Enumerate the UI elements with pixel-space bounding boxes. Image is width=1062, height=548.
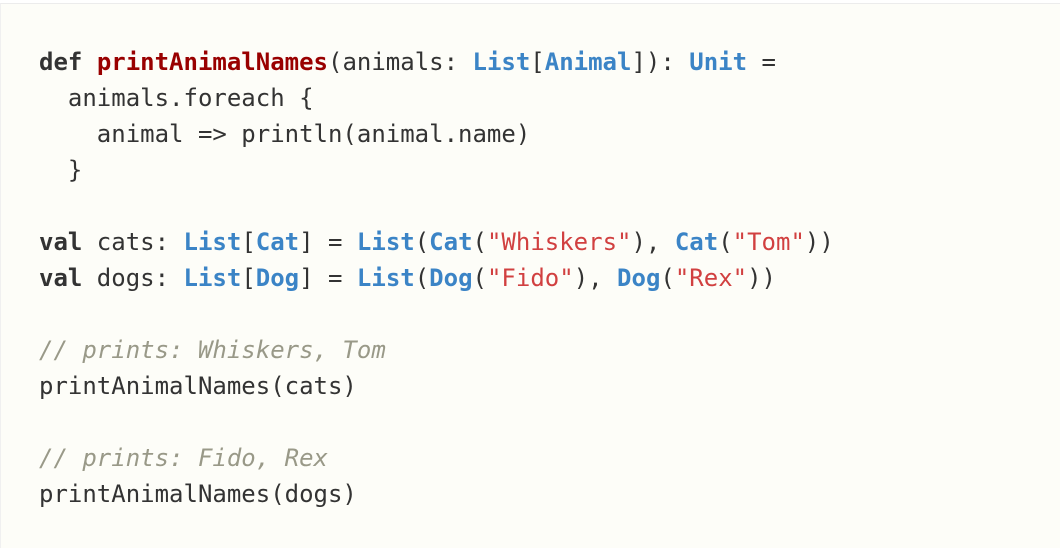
type-token: Unit — [689, 48, 748, 76]
type-token: Cat — [429, 228, 473, 256]
string-token: "Fido" — [486, 264, 574, 292]
string-token: "Tom" — [732, 228, 805, 256]
code-line: printAnimalNames(cats) — [39, 368, 834, 404]
code-token: ), — [631, 228, 675, 256]
code-token: ( — [472, 228, 487, 256]
type-token: List — [356, 264, 415, 292]
code-token: ] = — [299, 228, 357, 256]
code-token: [ — [241, 264, 256, 292]
comment-token: // prints: Fido, Rex — [39, 444, 328, 472]
string-token: "Rex" — [674, 264, 748, 292]
code-token: ] = — [299, 264, 357, 292]
code-line: // prints: Fido, Rex — [39, 440, 834, 476]
function-name-token: printAnimalNames — [96, 48, 328, 76]
code-token: ( — [660, 264, 675, 292]
code-line: val cats: List[Cat] = List(Cat("Whiskers… — [39, 224, 834, 260]
code-token — [82, 48, 96, 76]
type-token: Cat — [674, 228, 719, 256]
type-token: List — [472, 48, 531, 76]
keyword-token: def — [39, 48, 83, 76]
comment-token: // prints: Whiskers, Tom — [39, 336, 386, 364]
code-token: ( — [414, 264, 430, 292]
code-token: (animals: — [328, 48, 473, 76]
code-token: printAnimalNames(dogs) — [39, 480, 357, 508]
type-token: List — [356, 228, 415, 256]
blank-line — [39, 404, 834, 440]
code-token: printAnimalNames(cats) — [39, 372, 357, 400]
code-token: ]): — [631, 48, 690, 76]
code-token: = — [747, 48, 776, 76]
code-token: ( — [414, 228, 430, 256]
code-token: )) — [747, 264, 777, 292]
code-token: animals.foreach { — [39, 84, 314, 112]
code-token: ( — [472, 264, 487, 292]
type-token: List — [183, 264, 242, 292]
blank-line — [39, 296, 834, 332]
string-token: "Whiskers" — [486, 228, 632, 256]
code-token: ), — [573, 264, 618, 292]
code-lines: def printAnimalNames(animals: List[Anima… — [39, 44, 834, 512]
code-token: [ — [241, 228, 256, 256]
code-line: animals.foreach { — [39, 80, 834, 116]
code-token: )) — [804, 228, 834, 256]
code-token: dogs: — [82, 264, 184, 292]
type-token: Cat — [255, 228, 300, 256]
type-token: Dog — [255, 264, 300, 292]
code-token: animal => println(animal.name) — [39, 120, 531, 148]
keyword-token: val — [39, 264, 83, 292]
code-token: } — [39, 156, 83, 184]
code-token: cats: — [82, 228, 184, 256]
type-token: Animal — [544, 48, 632, 76]
code-token: ( — [718, 228, 733, 256]
code-line: animal => println(animal.name) — [39, 116, 834, 152]
type-token: Dog — [617, 264, 661, 292]
blank-line — [39, 188, 834, 224]
type-token: List — [183, 228, 242, 256]
code-block: def printAnimalNames(animals: List[Anima… — [0, 3, 1060, 548]
type-token: Dog — [429, 264, 473, 292]
code-line: printAnimalNames(dogs) — [39, 476, 834, 512]
code-token: [ — [530, 48, 545, 76]
keyword-token: val — [39, 228, 83, 256]
code-line: def printAnimalNames(animals: List[Anima… — [39, 44, 834, 80]
code-line: } — [39, 152, 834, 188]
code-line: val dogs: List[Dog] = List(Dog("Fido"), … — [39, 260, 834, 296]
code-line: // prints: Whiskers, Tom — [39, 332, 834, 368]
